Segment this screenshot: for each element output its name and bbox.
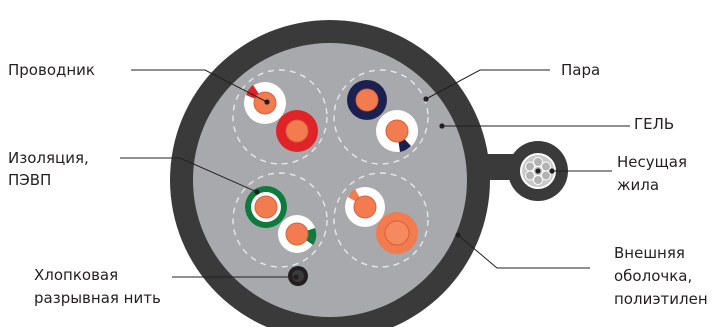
label-jacket-line3: полиэтилен bbox=[614, 290, 708, 308]
label-messenger-line2: жила bbox=[617, 176, 660, 194]
conductor-copper bbox=[285, 119, 309, 143]
label-insulation-line1: Изоляция, bbox=[8, 149, 89, 167]
conductor-copper bbox=[285, 222, 309, 246]
label-conductor: Проводник bbox=[8, 61, 95, 79]
pair-navy-white bbox=[347, 80, 418, 152]
messenger-strands bbox=[525, 157, 551, 185]
leader-jacket bbox=[457, 234, 590, 269]
conductor-copper bbox=[385, 119, 409, 143]
pair-orange-white bbox=[345, 187, 418, 254]
pair-boundaries bbox=[232, 69, 429, 268]
conductor-copper bbox=[384, 220, 410, 246]
conductor-copper bbox=[355, 88, 379, 112]
leader-lines bbox=[120, 69, 630, 278]
messenger-wire bbox=[476, 141, 568, 201]
label-jacket-line1: Внешняя bbox=[614, 244, 685, 262]
label-gel: ГЕЛЬ bbox=[634, 115, 675, 133]
pair-green-white bbox=[245, 186, 317, 253]
leader-conductor bbox=[131, 69, 268, 103]
conductor-copper bbox=[353, 195, 377, 219]
conductor-copper bbox=[254, 195, 278, 219]
label-pair: Пара bbox=[561, 61, 601, 79]
label-messenger-line1: Несущая bbox=[617, 153, 687, 171]
leader-insulation bbox=[120, 157, 258, 193]
gel-core bbox=[193, 43, 467, 317]
leader-pair bbox=[425, 69, 550, 100]
label-jacket-line2: оболочка, bbox=[614, 267, 693, 285]
label-ripcord-line2: разрывная нить bbox=[34, 289, 161, 307]
leader-dots bbox=[254, 96, 555, 280]
label-ripcord-line1: Хлопковая bbox=[34, 266, 119, 284]
messenger-center-dot bbox=[535, 168, 541, 174]
label-insulation-line2: ПЭВП bbox=[8, 171, 52, 189]
